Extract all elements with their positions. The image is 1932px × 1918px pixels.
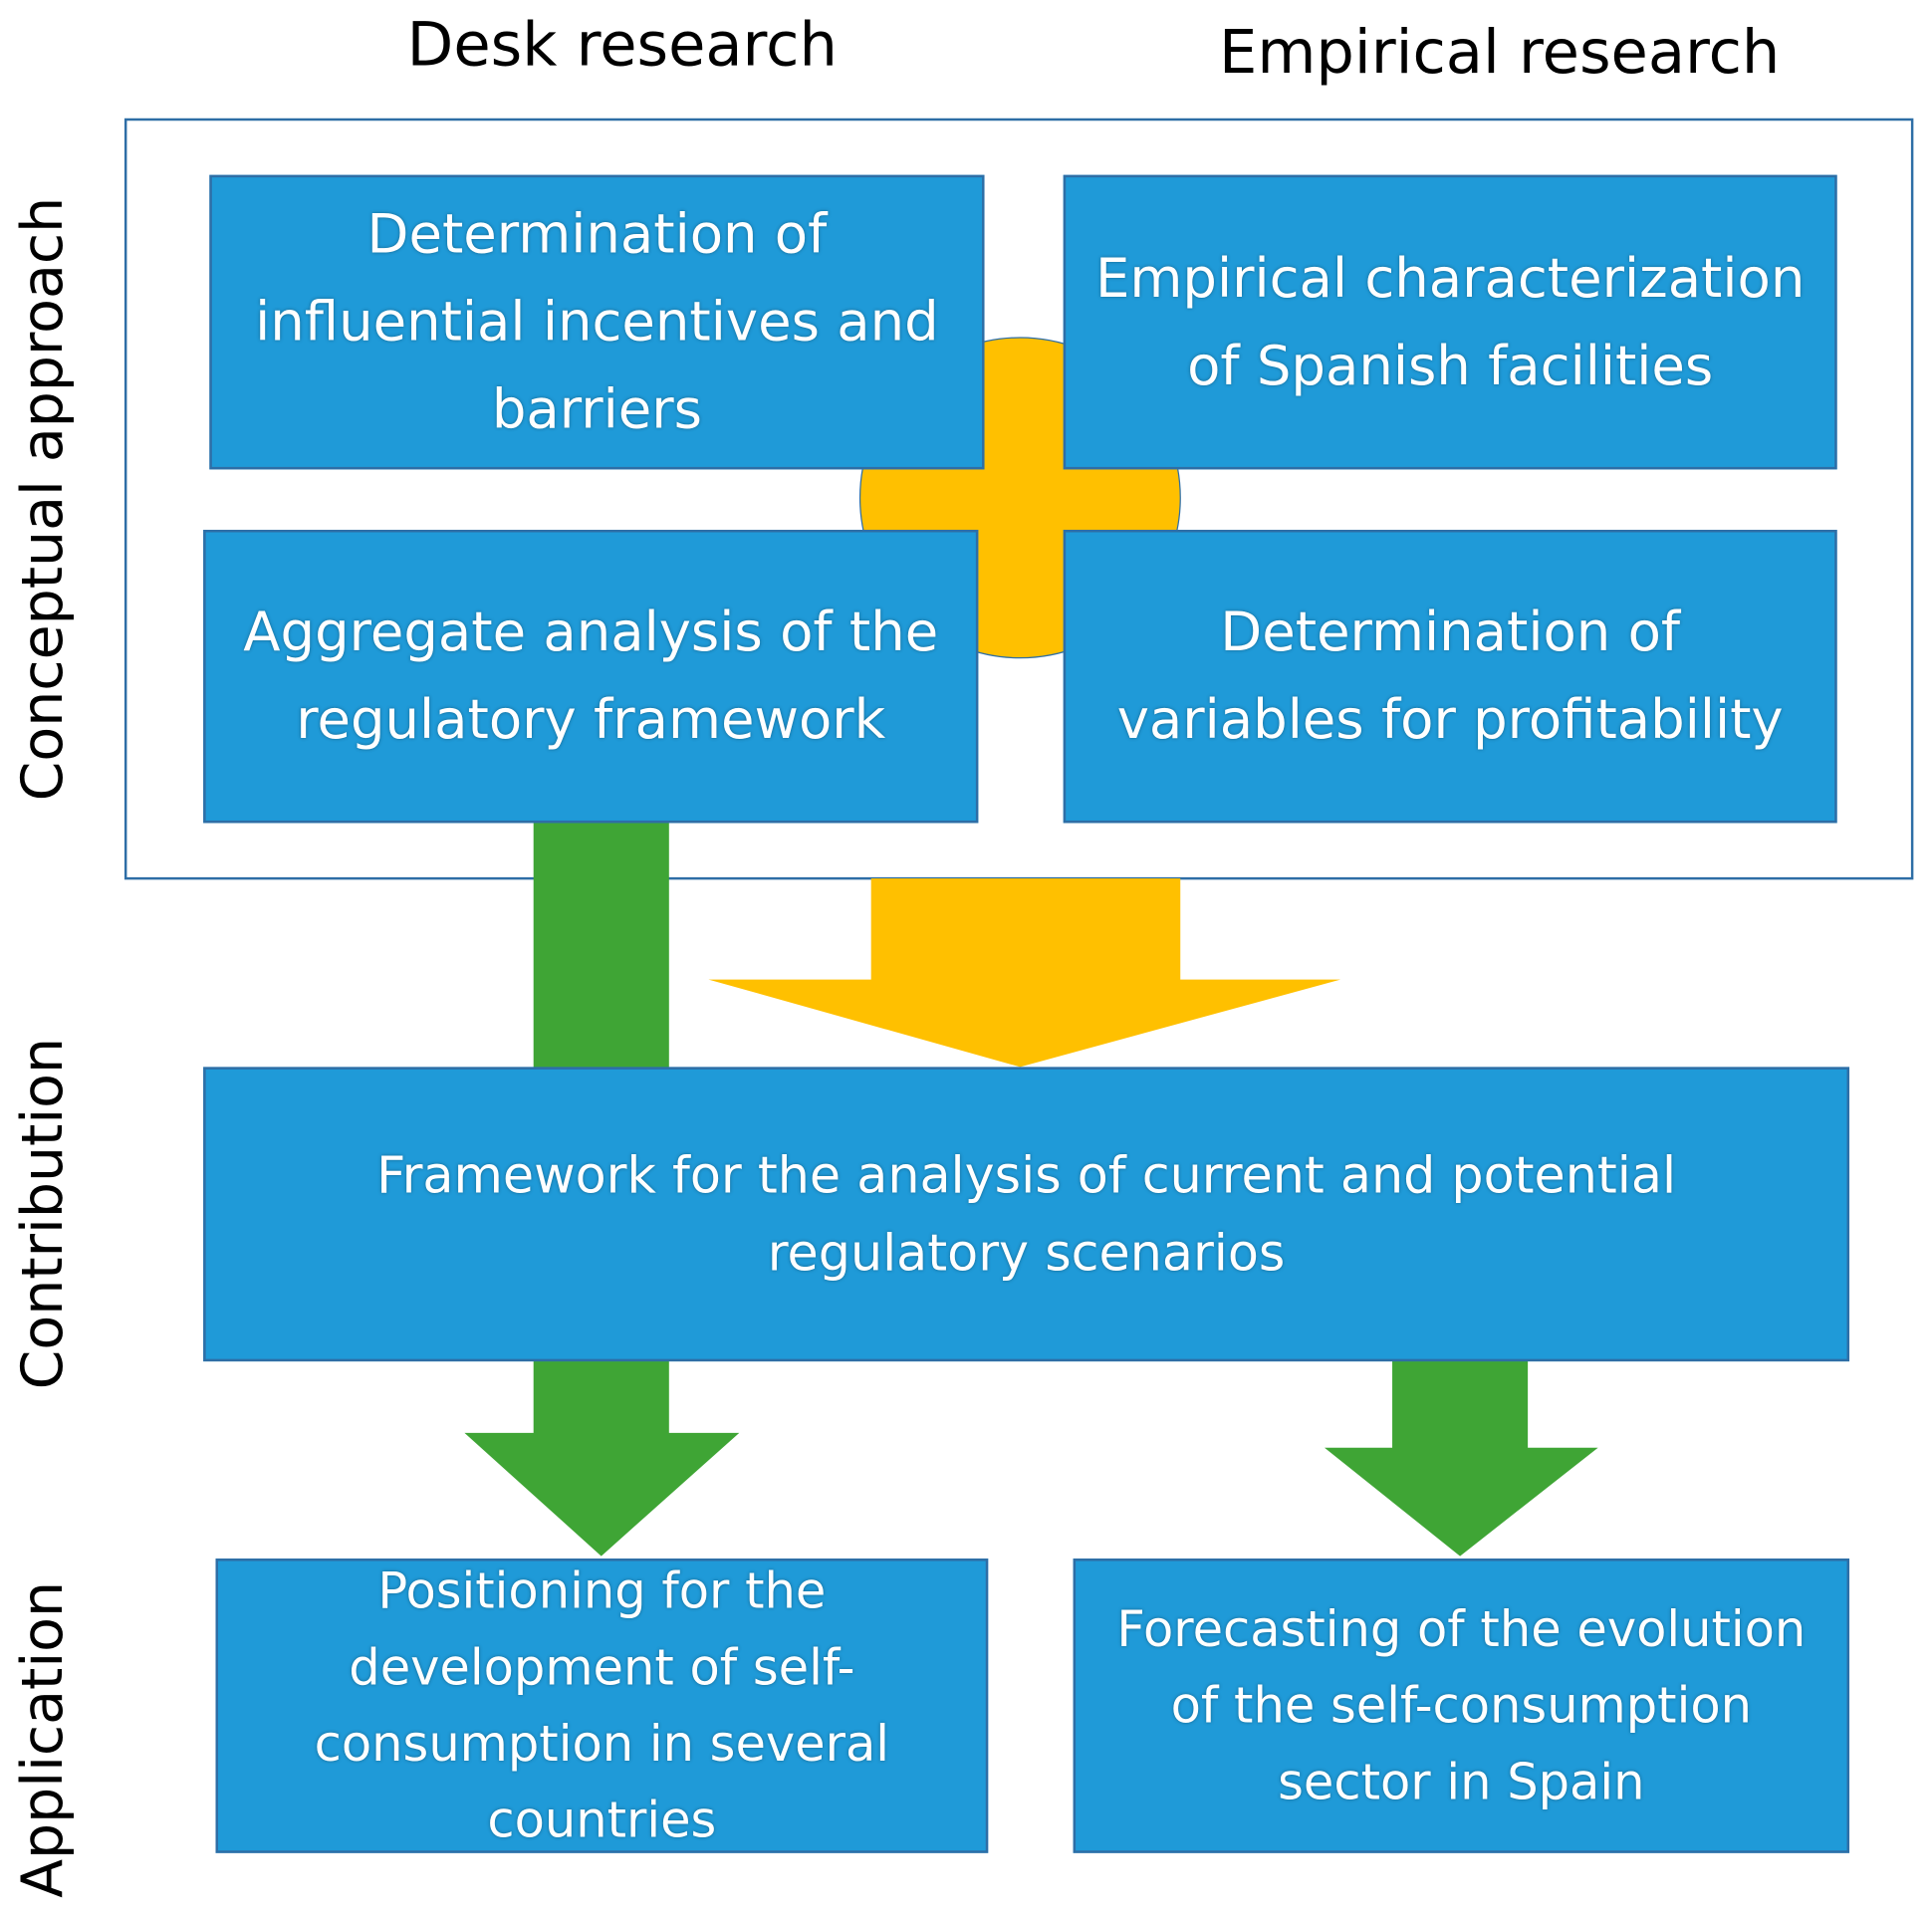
box-framework: Framework for the analysis of current an… <box>203 1067 1850 1362</box>
row-label-application: Application <box>8 1580 76 1898</box>
box-characterization: Empirical characterization of Spanish fa… <box>1063 174 1837 470</box>
column-header-desk: Desk research <box>406 9 838 81</box>
box-forecasting: Forecasting of the evolution of the self… <box>1073 1558 1850 1853</box>
row-label-contribution: Contribution <box>8 1037 76 1390</box>
green-down-arrow-right <box>1324 1357 1598 1557</box>
yellow-down-arrow <box>708 878 1341 1068</box>
box-regulatory: Aggregate analysis of the regulatory fra… <box>203 529 979 824</box>
green-down-arrow-left <box>464 1357 740 1557</box>
box-positioning: Positioning for the development of self-… <box>215 1558 989 1853</box>
column-header-empirical: Empirical research <box>1219 17 1781 88</box>
box-incentives: Determination of influential incentives … <box>209 174 985 470</box>
box-variables: Determination of variables for profitabi… <box>1063 529 1837 824</box>
conceptual-frame <box>123 118 1914 880</box>
row-label-conceptual: Conceptual approach <box>8 196 76 802</box>
green-connector-bar <box>533 819 669 1069</box>
